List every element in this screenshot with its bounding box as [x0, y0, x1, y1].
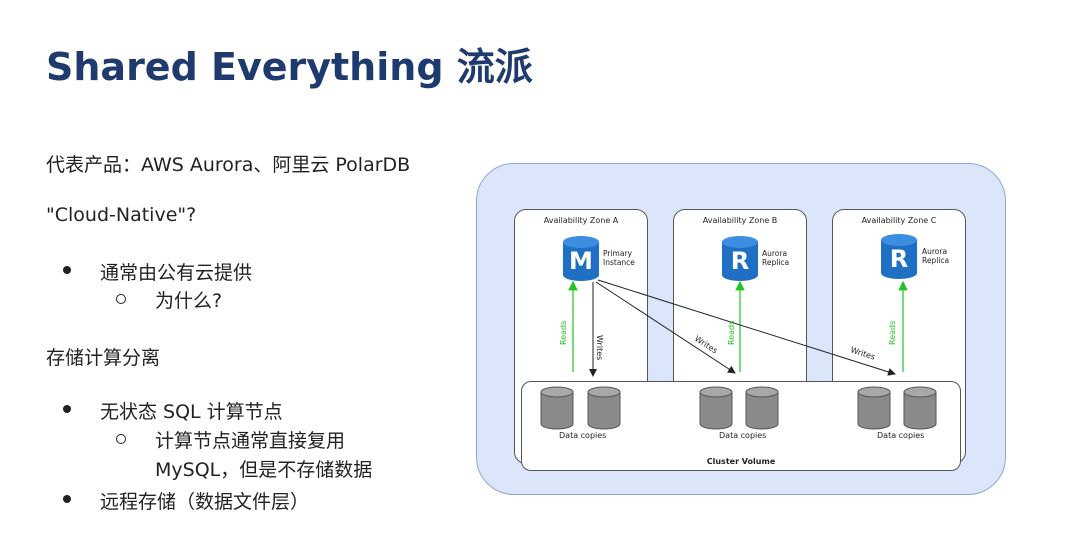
bullet-stateless-sql: 无状态 SQL 计算节点: [100, 401, 283, 423]
cloud-native-question: "Cloud-Native"?: [46, 204, 197, 226]
data-copies-label-a: Data copies: [559, 431, 607, 440]
write-arrow-c: [597, 279, 896, 376]
primary-db-icon: [563, 236, 599, 281]
replica-b-letter: R: [730, 247, 750, 275]
data-copies-label-b: Data copies: [719, 431, 767, 440]
write-arrow-b: [595, 281, 736, 374]
sub-bullet-reuse-mysql-1: 计算节点通常直接复用: [155, 430, 346, 452]
page-title: Shared Everything 流派: [46, 45, 533, 89]
reads-label-b: Reads: [727, 321, 736, 345]
replica-c-letter: R: [889, 245, 909, 273]
cluster-volume-label: Cluster Volume: [706, 457, 776, 466]
bullet-dot: [63, 495, 71, 503]
bullet-remote-storage: 远程存储（数据文件层）: [100, 491, 310, 513]
replica-c-label-1: Aurora: [922, 247, 948, 256]
storage-cylinder-c2: [903, 386, 937, 430]
bullet-public-cloud: 通常由公有云提供: [100, 262, 253, 284]
storage-cylinder-b1: [699, 386, 733, 430]
storage-cylinder-b2: [745, 386, 779, 430]
reads-label-c: Reads: [888, 321, 897, 345]
products-line: 代表产品：AWS Aurora、阿里云 PolarDB: [46, 154, 411, 176]
replica-b-label-2: Replica: [762, 258, 790, 267]
writes-label-b: Writes: [693, 334, 719, 355]
primary-label-2: Instance: [603, 258, 635, 267]
replica-c-label-2: Replica: [922, 256, 950, 265]
zone-a-label: Availability Zone A: [543, 216, 619, 225]
replica-b-label-1: Aurora: [762, 249, 788, 258]
storage-cylinder-a1: [540, 386, 574, 430]
replica-b-db-icon: [722, 236, 758, 281]
bullet-dot: [63, 266, 71, 274]
sub-bullet-reuse-mysql-2: MySQL，但是不存储数据: [155, 459, 373, 481]
writes-label-a: Writes: [595, 335, 604, 360]
primary-label-1: Primary: [603, 249, 632, 258]
sub-bullet-ring: [116, 434, 126, 444]
zone-b-label: Availability Zone B: [702, 216, 778, 225]
zone-c-label: Availability Zone C: [861, 216, 937, 225]
storage-cylinder-a2: [587, 386, 621, 430]
primary-letter: M: [569, 247, 593, 275]
storage-cylinder-c1: [857, 386, 891, 430]
sub-bullet-ring: [116, 294, 126, 304]
reads-label-a: Reads: [559, 321, 568, 345]
replica-c-db-icon: [881, 234, 917, 279]
data-copies-label-c: Data copies: [877, 431, 925, 440]
bullet-dot: [63, 405, 71, 413]
storage-compute-separation: 存储计算分离: [46, 347, 161, 369]
sub-bullet-why: 为什么?: [155, 290, 223, 312]
writes-label-c: Writes: [849, 345, 876, 361]
